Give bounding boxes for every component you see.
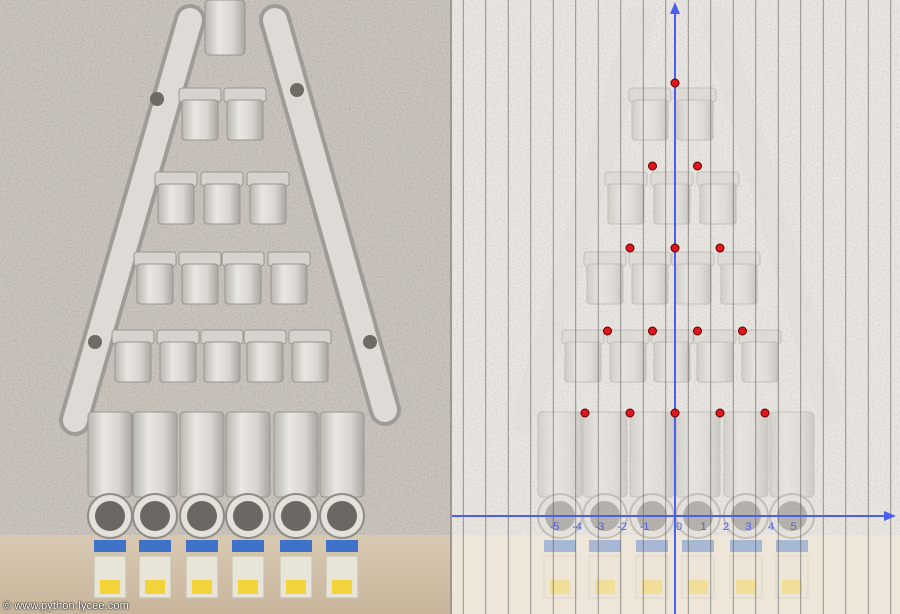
elbow-pipe	[87, 411, 133, 599]
faded-pipe-sleeves	[561, 87, 782, 383]
pipe-sleeve	[111, 329, 155, 383]
tick-label: -3	[595, 521, 605, 533]
tick-label: 4	[768, 521, 774, 533]
pipe-sleeve	[178, 87, 222, 141]
pipe-sleeve	[288, 329, 332, 383]
pipe-sleeve	[200, 171, 244, 225]
pipe-sleeve	[223, 87, 267, 141]
pipe-sleeve	[246, 171, 290, 225]
pipe-sleeve	[628, 87, 672, 141]
copyright-caption: © www.python-lycee.com	[3, 600, 129, 612]
pipe-sleeve	[583, 251, 627, 305]
panel-divider	[450, 0, 452, 614]
pipe-sleeve	[178, 251, 222, 305]
red-point	[670, 243, 680, 253]
red-point	[648, 326, 657, 336]
pipe-sleeve	[604, 171, 648, 225]
pipe-sleeve	[243, 329, 287, 383]
tick-label: 1	[700, 521, 706, 533]
elbow-pipe	[179, 411, 225, 599]
pipe-sleeve	[606, 329, 650, 383]
pipe-sleeve	[267, 251, 311, 305]
tick-label: -4	[572, 521, 582, 533]
pipe-sleeve	[696, 171, 740, 225]
red-point	[648, 161, 657, 171]
elbow-pipes	[87, 411, 365, 599]
red-point	[760, 408, 770, 418]
pipe-sleeve	[154, 171, 198, 225]
frame-pipes	[59, 4, 401, 436]
pipe-sleeve	[221, 251, 265, 305]
left-photo	[0, 0, 450, 614]
red-point	[738, 326, 747, 336]
elbow-pipe	[273, 411, 319, 599]
pipe-sleeve	[738, 329, 782, 383]
pipe-sleeve	[717, 251, 761, 305]
faded-elbow-pipes	[537, 411, 815, 599]
right-photo: -5 -4 -3 -2 -1 0 1 2 3 4 5	[452, 0, 900, 614]
marked-points	[580, 78, 770, 418]
red-point	[693, 326, 702, 336]
tick-label: -5	[550, 521, 560, 533]
x-axis-tick-labels: -5 -4 -3 -2 -1 0 1 2 3 4 5	[550, 521, 797, 533]
pipe-sleeve	[650, 171, 694, 225]
pipe-sleeve	[200, 329, 244, 383]
red-point	[580, 408, 590, 418]
elbow-pipe	[723, 411, 769, 599]
pipe-sleeve	[650, 329, 694, 383]
red-point	[670, 78, 680, 88]
elbow-pipe	[319, 411, 365, 599]
elbow-pipe	[629, 411, 675, 599]
red-point	[670, 408, 680, 418]
vertical-grid	[462, 0, 892, 614]
tick-label: -1	[640, 521, 650, 533]
pipe-sleeves	[111, 87, 332, 383]
pipe-sleeve	[628, 251, 672, 305]
red-point	[625, 408, 635, 418]
red-point	[693, 161, 702, 171]
pipe-sleeve	[133, 251, 177, 305]
pipe-sleeve	[671, 251, 715, 305]
elbow-pipe	[132, 411, 178, 599]
tick-label: -2	[617, 521, 627, 533]
red-point	[603, 326, 612, 336]
elbow-pipe	[769, 411, 815, 599]
x-axis-arrow-icon	[884, 511, 896, 521]
pipe-sleeve	[156, 329, 200, 383]
elbow-pipe	[225, 411, 271, 599]
elbow-pipe	[537, 411, 583, 599]
pipe-sleeve	[693, 329, 737, 383]
red-point	[715, 243, 725, 253]
tick-label: 5	[790, 521, 796, 533]
coordinate-axes	[452, 2, 896, 614]
red-point	[715, 408, 725, 418]
tick-label: 3	[745, 521, 751, 533]
y-axis-arrow-icon	[670, 2, 680, 14]
red-point	[625, 243, 635, 253]
pipe-sleeve	[561, 329, 605, 383]
pipe-sleeve	[673, 87, 717, 141]
tick-label: 2	[723, 521, 729, 533]
elbow-pipe	[675, 411, 721, 599]
tick-label: 0	[676, 521, 682, 533]
